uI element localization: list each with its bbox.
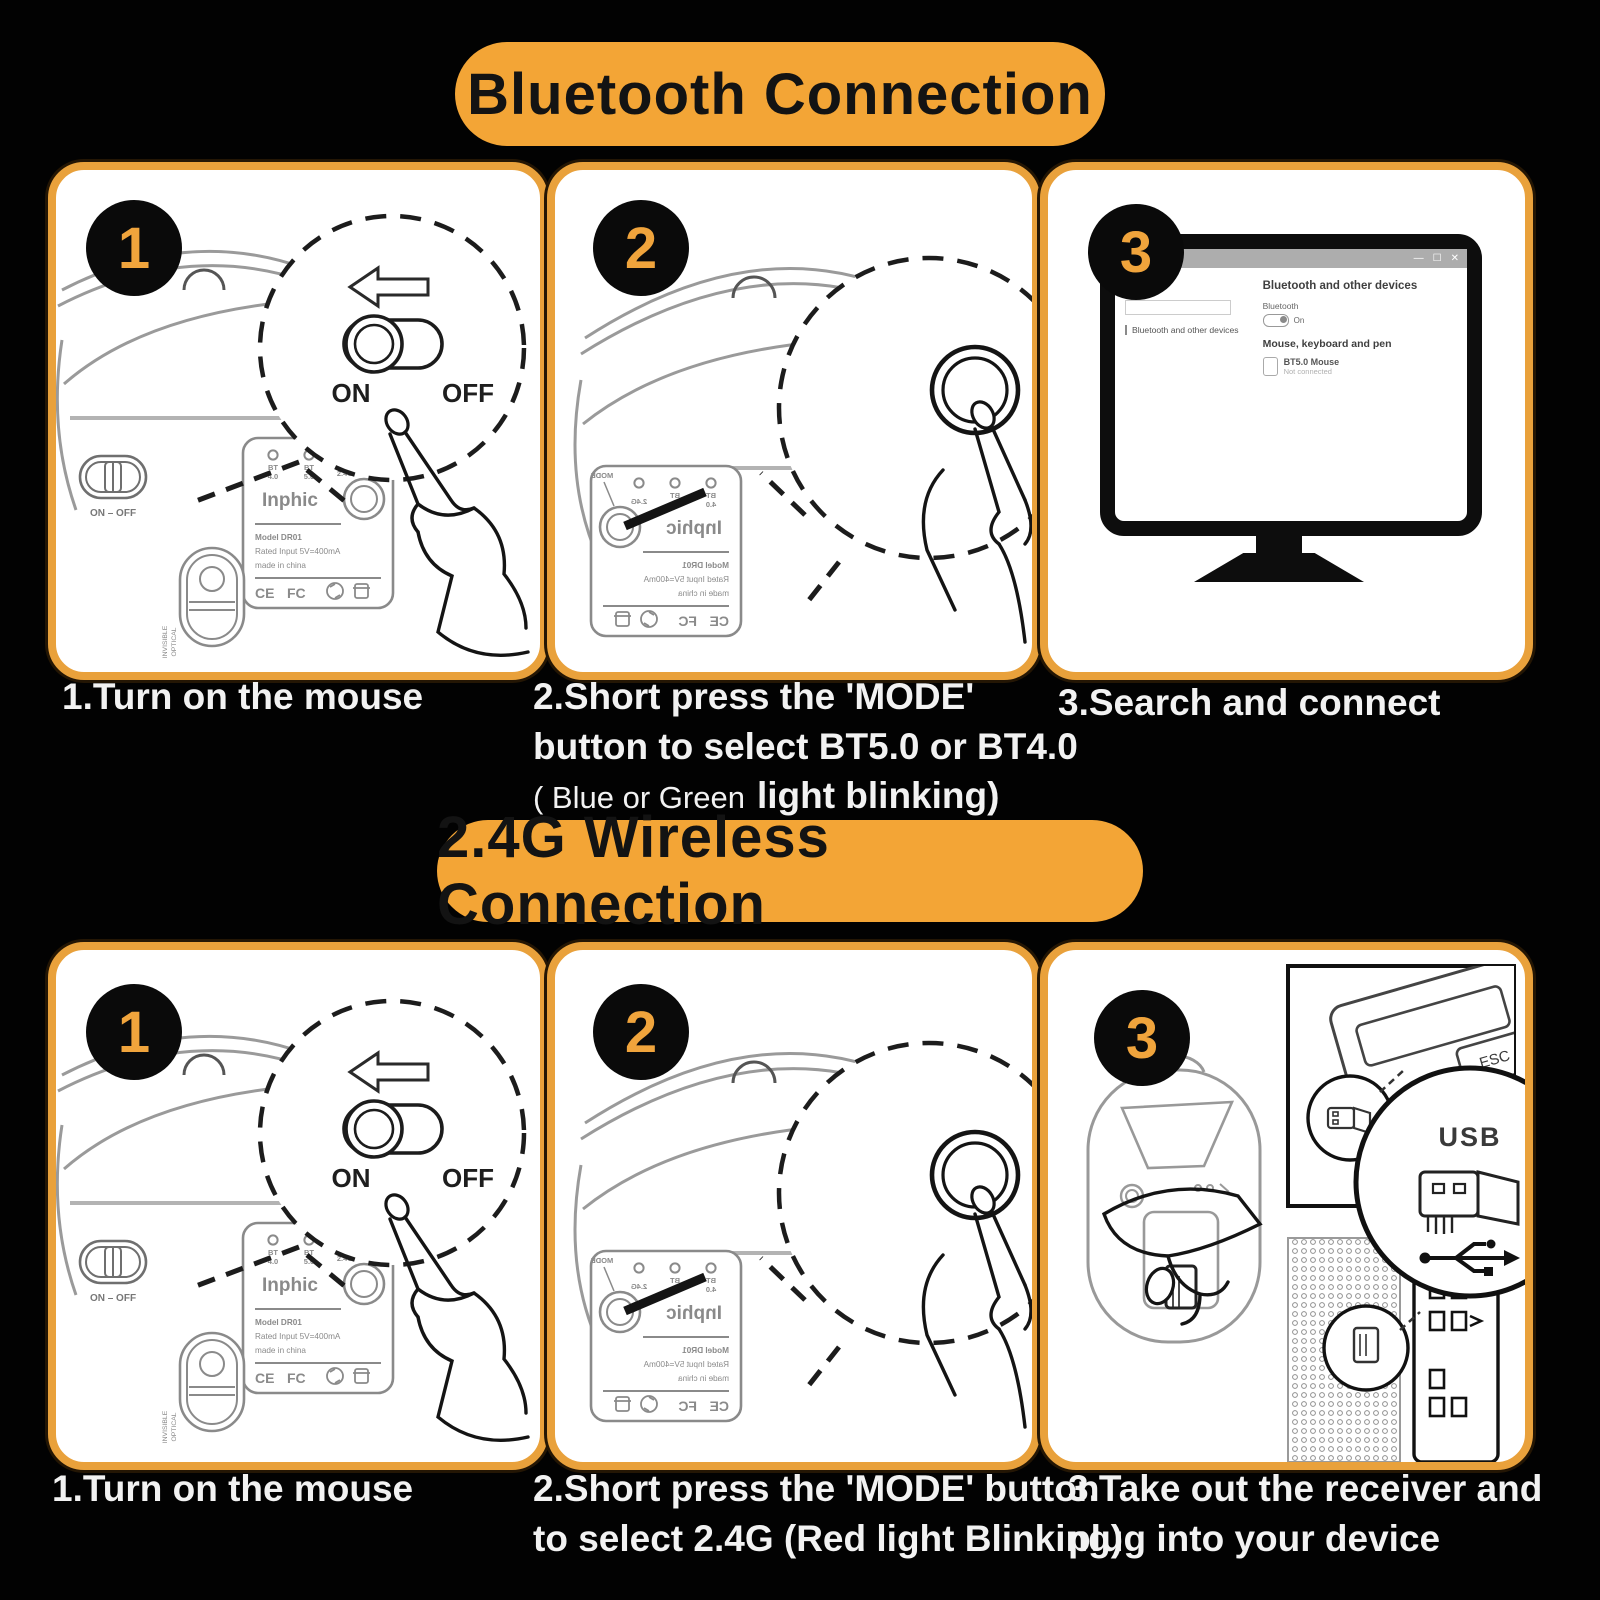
bluetooth-state: On bbox=[1293, 316, 1305, 325]
minimize-icon: — bbox=[1413, 253, 1424, 264]
bt-step3-panel: — ☐ ✕ Set up Bluetooth and other devices… bbox=[1040, 162, 1533, 680]
wifi-step3-panel: 3 bbox=[1040, 942, 1533, 1470]
mouse-device-icon bbox=[1262, 357, 1278, 376]
bluetooth-devices-heading: Bluetooth and other devices bbox=[1262, 280, 1418, 292]
device-name: BT5.0 Mouse bbox=[1283, 357, 1340, 367]
bt-step2-panel: 2 bbox=[547, 162, 1040, 680]
step-badge: 2 bbox=[593, 984, 689, 1080]
wireless-banner-title: 2.4G Wireless Connection bbox=[437, 805, 830, 937]
wifi-step2-caption: 2.Short press the 'MODE' button to selec… bbox=[533, 1468, 1124, 1559]
sidebar-item-bluetooth: Bluetooth and other devices bbox=[1125, 325, 1259, 335]
bt-step1-caption: 1.Turn on the mouse bbox=[62, 676, 424, 717]
bt-step2-caption: 2.Short press the 'MODE' button to selec… bbox=[533, 676, 1078, 817]
monitor-stand-base bbox=[1194, 553, 1364, 582]
step-badge: 1 bbox=[86, 200, 182, 296]
maximize-icon: ☐ bbox=[1432, 253, 1442, 264]
wifi-step3-caption: 3.Take out the receiver and plug into yo… bbox=[1068, 1468, 1543, 1559]
settings-search-input bbox=[1125, 300, 1231, 315]
bluetooth-banner: Bluetooth Connection bbox=[455, 42, 1105, 146]
wireless-banner: 2.4G Wireless Connection bbox=[437, 805, 1143, 937]
bluetooth-toggle bbox=[1262, 314, 1289, 327]
bt-step3-caption: 3.Search and connect bbox=[1058, 682, 1441, 723]
step-badge: 3 bbox=[1094, 990, 1190, 1086]
wifi-step2-panel: 2 bbox=[547, 942, 1040, 1470]
device-status: Not connected bbox=[1283, 367, 1332, 376]
devices-section-heading: Mouse, keyboard and pen bbox=[1262, 338, 1392, 350]
wifi-step1-panel: 1 bbox=[48, 942, 548, 1470]
bt-step1-panel: 1 bbox=[48, 162, 548, 680]
wifi-step1-caption: 1.Turn on the mouse bbox=[52, 1468, 414, 1509]
window-titlebar: — ☐ ✕ bbox=[1115, 249, 1467, 268]
device-row: BT5.0 Mouse Not connected bbox=[1262, 357, 1459, 376]
step-badge: 2 bbox=[593, 200, 689, 296]
bluetooth-banner-title: Bluetooth Connection bbox=[467, 61, 1093, 127]
step-badge: 3 bbox=[1088, 204, 1184, 300]
step-badge: 1 bbox=[86, 984, 182, 1080]
close-icon: ✕ bbox=[1450, 253, 1459, 264]
bluetooth-label: Bluetooth bbox=[1262, 301, 1299, 311]
